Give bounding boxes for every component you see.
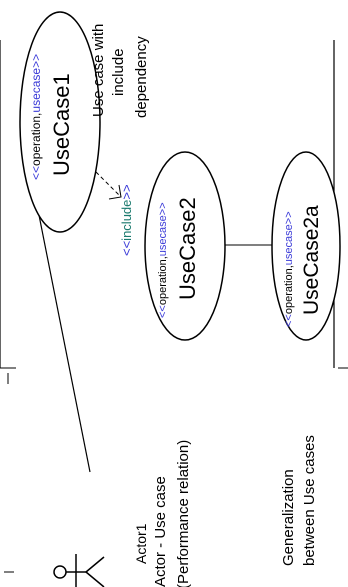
stereotype-keyword: usecase: [157, 215, 169, 256]
actor-head: [53, 565, 67, 579]
actor-note-line-2: (Performance relation): [175, 440, 192, 587]
generalization-note: Generalization between Use cases: [280, 435, 318, 566]
use-case-1-ellipse[interactable]: [19, 11, 101, 233]
generalization-note-line-1: Generalization: [280, 469, 297, 566]
include-keyword: include: [119, 200, 134, 241]
stereotype-close-bracket: >>: [157, 202, 169, 215]
include-close-bracket: >>: [119, 184, 134, 199]
use-case-1[interactable]: <<operation,usecase>> UseCase1: [19, 11, 101, 233]
use-case-1-stereotype: <<operation,usecase>>: [29, 54, 43, 180]
use-case-1-name: UseCase1: [49, 73, 74, 176]
include-label: <<include>>: [119, 184, 134, 256]
actor-note: Actor - Use case (Performance relation): [152, 440, 192, 587]
actor-leg-left: [85, 556, 105, 573]
generalization-note-line-2: between Use cases: [301, 435, 318, 566]
stereotype-word: operation,: [283, 265, 295, 314]
use-case-2a[interactable]: <<operation,usecase>> UseCase2a: [271, 151, 341, 341]
include-arrowhead: [108, 184, 122, 200]
use-case-2a-ellipse[interactable]: [271, 151, 341, 341]
actor-name: Actor1: [133, 523, 149, 564]
stereotype-open-bracket: <<: [283, 314, 295, 327]
include-note: Use case with include dependency: [90, 24, 150, 118]
stereotype-open-bracket: <<: [29, 166, 43, 180]
use-case-2-stereotype: <<operation,usecase>>: [157, 202, 169, 318]
stereotype-word: operation,: [29, 113, 43, 166]
use-case-2-ellipse[interactable]: [144, 151, 226, 341]
include-note-line-2: include: [110, 48, 127, 96]
actor-note-line-1: Actor - Use case: [152, 476, 169, 587]
use-case-2a-name: UseCase2a: [300, 205, 323, 315]
use-case-2-name: UseCase2: [175, 197, 200, 300]
include-open-bracket: <<: [119, 241, 134, 256]
use-case-2[interactable]: <<operation,usecase>> UseCase2: [144, 151, 226, 341]
stereotype-keyword: usecase: [283, 224, 295, 265]
use-case-2a-stereotype: <<operation,usecase>>: [283, 211, 295, 327]
stereotype-keyword: usecase: [29, 68, 43, 113]
stereotype-close-bracket: >>: [29, 54, 43, 68]
actor-association-line[interactable]: [35, 199, 91, 473]
include-note-line-1: Use case with: [90, 24, 107, 117]
stereotype-word: operation,: [157, 256, 169, 305]
stick-figure-icon[interactable]: [53, 554, 105, 587]
include-note-line-3: dependency: [133, 36, 150, 118]
stereotype-close-bracket: >>: [283, 211, 295, 224]
actor-leg-right: [85, 571, 105, 587]
stereotype-open-bracket: <<: [157, 305, 169, 318]
